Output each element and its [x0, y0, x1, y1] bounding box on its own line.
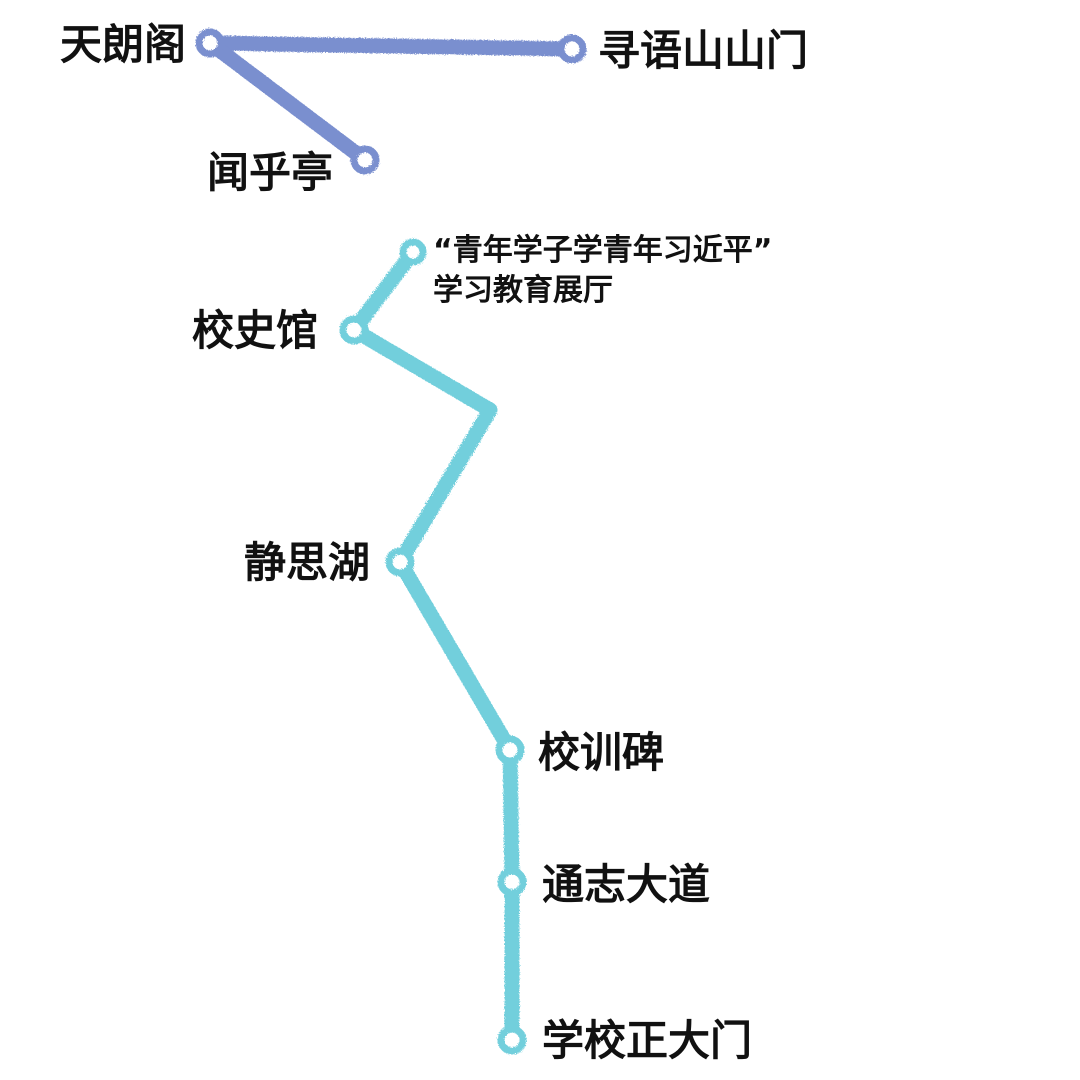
stop-marker-wenhu — [350, 145, 380, 175]
stop-marker-lake — [385, 547, 415, 577]
upper-route — [195, 28, 587, 175]
label-wenhu: 闻乎亭 — [207, 148, 334, 197]
label-history: 校史馆 — [192, 306, 319, 355]
upper-segment-tianlang-wenhu — [202, 35, 373, 168]
lower-route-line — [346, 244, 520, 1048]
stop-marker-motto — [495, 735, 525, 765]
stop-marker-gate — [497, 1025, 527, 1055]
lower-route — [339, 238, 527, 1055]
label-lake: 静思湖 — [244, 538, 371, 587]
label-hall-line2: 学习教育展厅 — [433, 273, 613, 308]
label-xunyu: 寻语山山门 — [598, 26, 809, 75]
label-avenue: 通志大道 — [542, 860, 711, 909]
stop-marker-hall — [399, 238, 427, 266]
label-hall-line1: “青年学子学青年习近平” — [433, 233, 773, 268]
label-gate: 学校正大门 — [542, 1016, 753, 1065]
stop-marker-tianlang — [195, 28, 225, 58]
stop-marker-xunyu — [557, 34, 587, 64]
stop-marker-history — [339, 315, 369, 345]
label-motto: 校训碑 — [538, 728, 665, 777]
upper-segment-tianlang-xunyu — [202, 35, 580, 57]
stop-marker-avenue — [497, 867, 527, 897]
label-tianlang: 天朗阁 — [60, 20, 187, 69]
